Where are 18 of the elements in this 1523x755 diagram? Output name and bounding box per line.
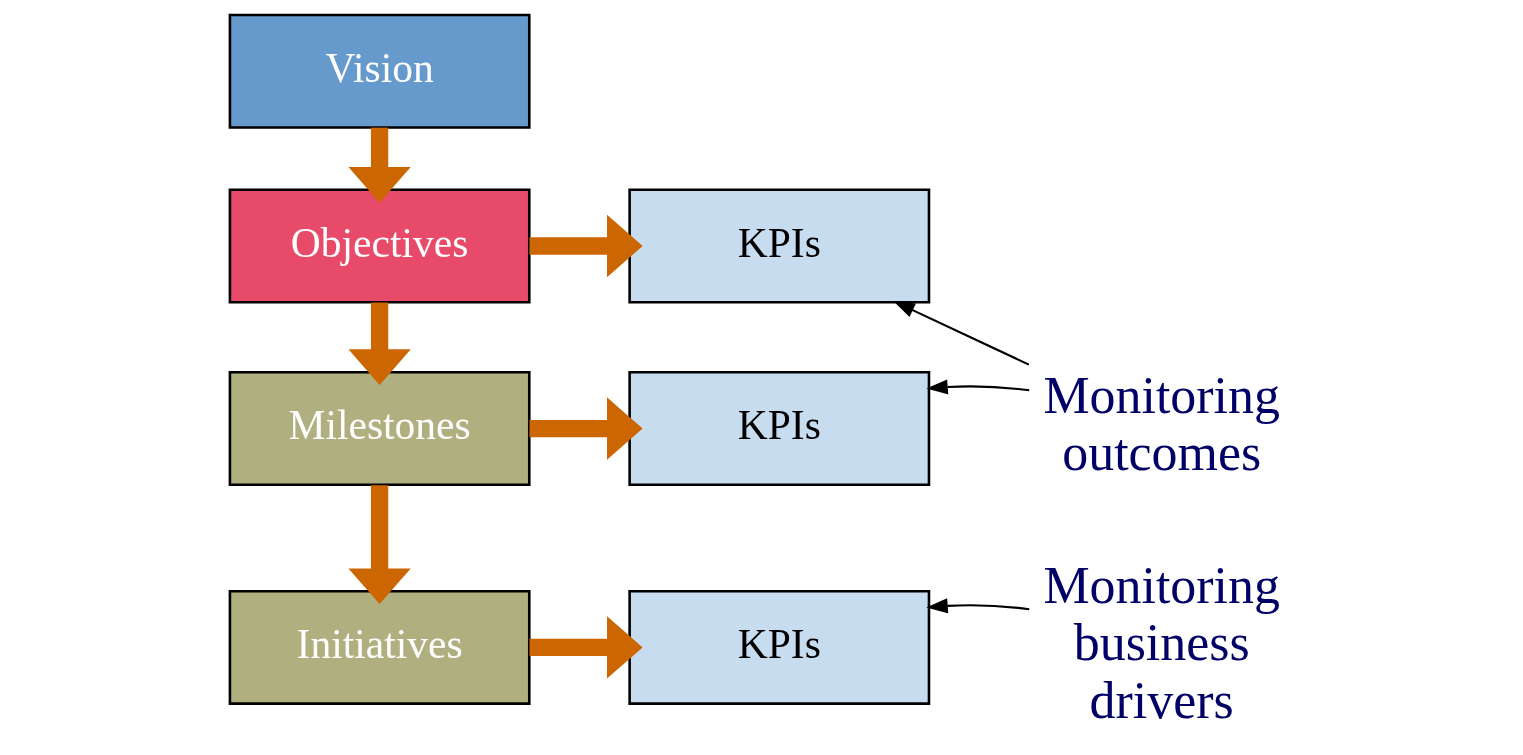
arrow	[529, 214, 643, 278]
arrow	[925, 598, 1029, 614]
arrow	[347, 127, 411, 203]
arrow	[892, 301, 1029, 366]
node-box: KPIs	[627, 589, 930, 705]
node-box: Vision	[228, 13, 531, 129]
node-text: Monitoring business drivers	[1042, 557, 1280, 729]
arrow	[925, 379, 1029, 395]
node-box: Milestones	[228, 371, 531, 487]
node-box: KPIs	[627, 371, 930, 487]
arrow	[529, 397, 643, 460]
node-text: Monitoring outcomes	[1042, 366, 1280, 482]
arrow	[347, 302, 411, 385]
node-box: KPIs	[627, 188, 930, 304]
arrow	[347, 485, 411, 605]
arrow	[529, 616, 643, 679]
node-box: Initiatives	[228, 589, 531, 705]
node-box: Objectives	[228, 188, 531, 304]
